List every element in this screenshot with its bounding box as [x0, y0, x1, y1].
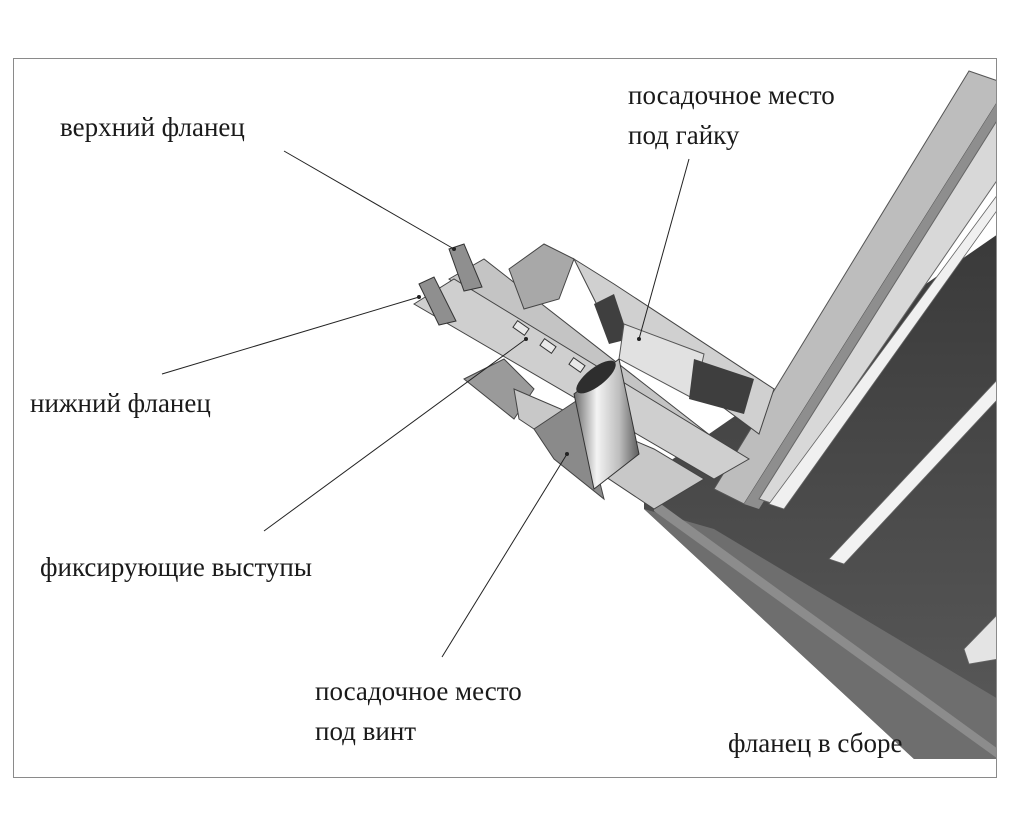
flange-tips: [418, 243, 483, 326]
label-screw-seat-line1: посадочное место: [315, 676, 522, 706]
label-nut-seat-line1: посадочное место: [628, 80, 835, 110]
diagonal-plates: [713, 70, 996, 665]
screw-bore: [573, 358, 640, 490]
label-screw-seat-line2: под винт: [315, 716, 417, 746]
leader-screw-seat: [441, 453, 568, 658]
label-locating-lugs: фиксирующие выступы: [40, 552, 313, 582]
label-nut-seat-line2: под гайку: [628, 120, 740, 150]
drawing-frame: [13, 58, 997, 778]
label-assembled-flange: фланец в сборе: [728, 728, 903, 758]
locating-lugs: [512, 320, 586, 373]
leader-upper-flange: [283, 150, 455, 250]
assembled-flange-body: [644, 235, 996, 759]
leader-locating-lugs: [263, 338, 527, 532]
leader-nut-seat: [638, 158, 690, 340]
leader-endpoints: [417, 247, 641, 456]
leader-lines: [161, 150, 690, 658]
flange-section-drawing: [161, 70, 996, 759]
label-upper-flange: верхний фланец: [60, 112, 245, 142]
label-lower-flange: нижний фланец: [30, 388, 211, 418]
leader-lower-flange: [161, 296, 420, 375]
